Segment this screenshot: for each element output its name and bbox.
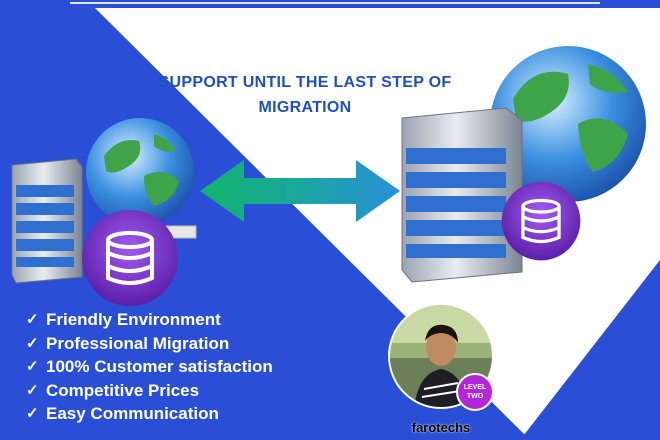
feature-label: Friendly Environment	[46, 310, 221, 329]
top-bar-line	[70, 2, 600, 4]
database-icon-left	[82, 210, 178, 306]
feature-item: ✓ Competitive Prices	[26, 379, 273, 403]
level-badge: LEVEL TWO	[456, 373, 494, 411]
feature-label: Competitive Prices	[46, 380, 200, 400]
level-badge-line-1: LEVEL	[463, 384, 487, 391]
feature-label: Easy Communication	[46, 404, 219, 423]
feature-list: ✓ Friendly Environment ✓ Professional Migr…	[26, 308, 273, 426]
checkmark-icon: ✓	[26, 311, 39, 328]
seller-username[interactable]: farotechs	[411, 420, 471, 435]
headline-line-2: MIGRATION	[258, 99, 352, 116]
feature-item: ✓ Friendly Environment	[26, 308, 273, 332]
feature-label: Professional Migration	[46, 333, 230, 353]
headline: SUPPORT UNTIL THE LAST STEP OF MIGRATION	[150, 70, 460, 120]
right-blue-panel	[520, 260, 660, 440]
level-badge-line-2: TWO	[466, 393, 484, 400]
feature-label: 100% Customer satisfaction	[46, 357, 273, 376]
checkmark-icon: ✓	[26, 358, 39, 375]
checkmark-icon: ✓	[26, 405, 39, 422]
double-arrow-icon	[200, 160, 400, 222]
feature-item: ✓ Easy Communication	[26, 402, 273, 426]
database-icon-right	[501, 181, 581, 261]
checkmark-icon: ✓	[26, 381, 39, 399]
globe-icon-right	[490, 46, 646, 202]
feature-item: ✓ 100% Customer satisfaction	[26, 355, 273, 379]
feature-item: ✓ Professional Migration	[26, 332, 273, 356]
headline-line-1: SUPPORT UNTIL THE LAST STEP OF	[158, 74, 452, 91]
globe-icon-left	[86, 118, 194, 226]
server-tower-icon-left	[11, 158, 83, 284]
checkmark-icon: ✓	[26, 334, 39, 352]
server-tower-icon-right	[401, 107, 523, 283]
